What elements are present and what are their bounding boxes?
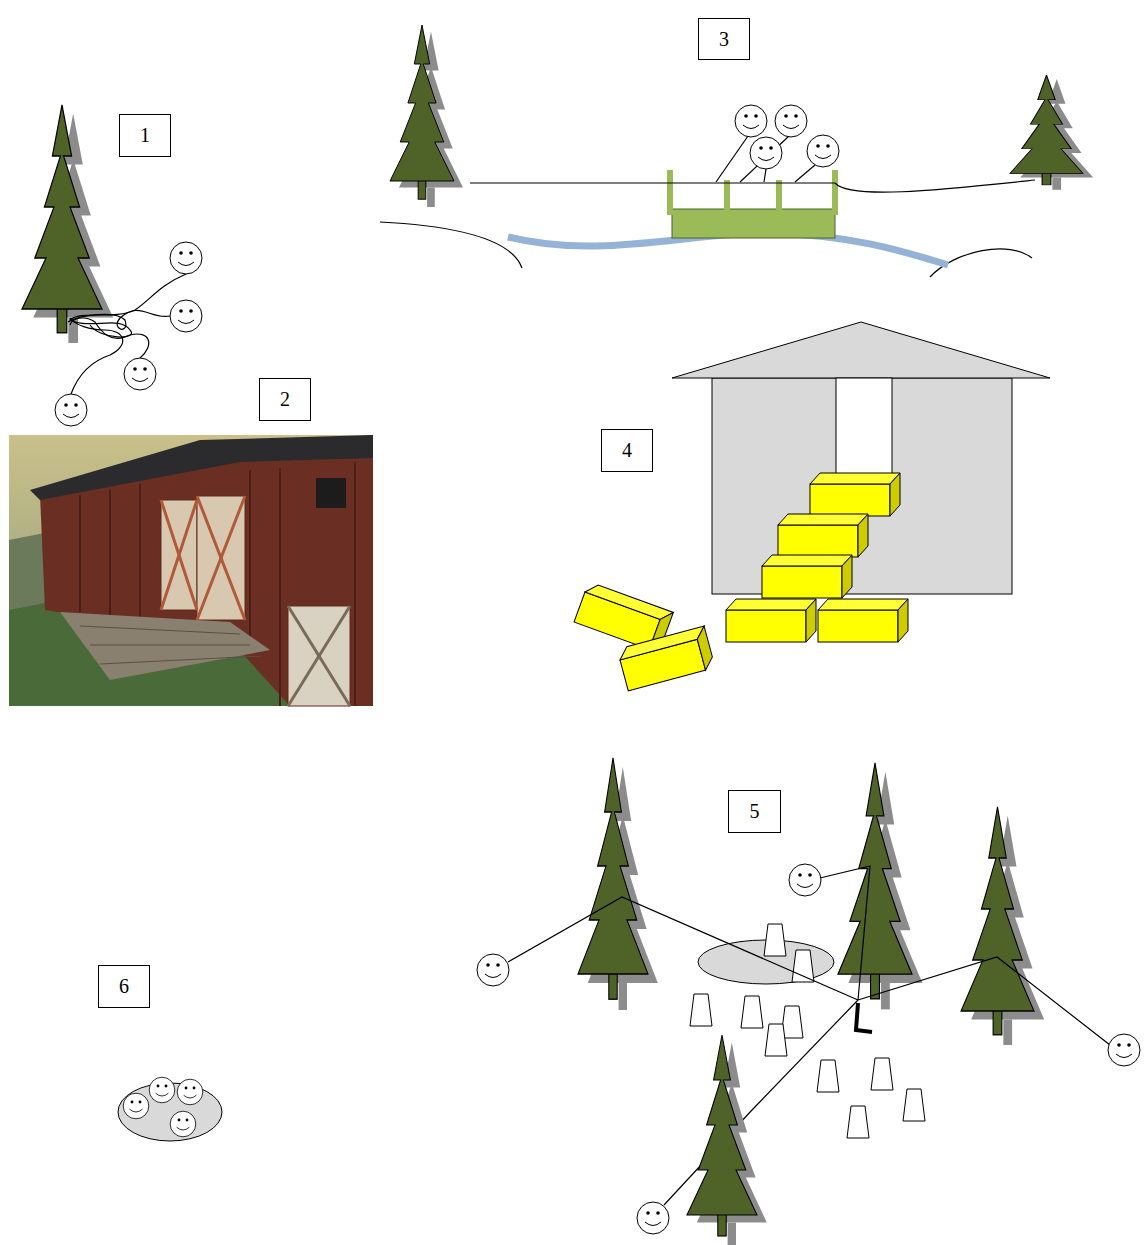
callout-number: 4 (622, 439, 632, 462)
callout-box: 5 (728, 790, 781, 833)
callout-box: 3 (698, 18, 750, 60)
callout-number: 5 (750, 800, 760, 823)
callout-number: 6 (119, 975, 129, 998)
callout-box: 6 (98, 965, 150, 1008)
callout-box: 1 (119, 114, 171, 157)
callout-box: 4 (601, 429, 653, 472)
callout-number: 3 (719, 28, 729, 51)
callout-box: 2 (259, 378, 311, 421)
callout-number: 1 (140, 124, 150, 147)
callout-number: 2 (280, 388, 290, 411)
